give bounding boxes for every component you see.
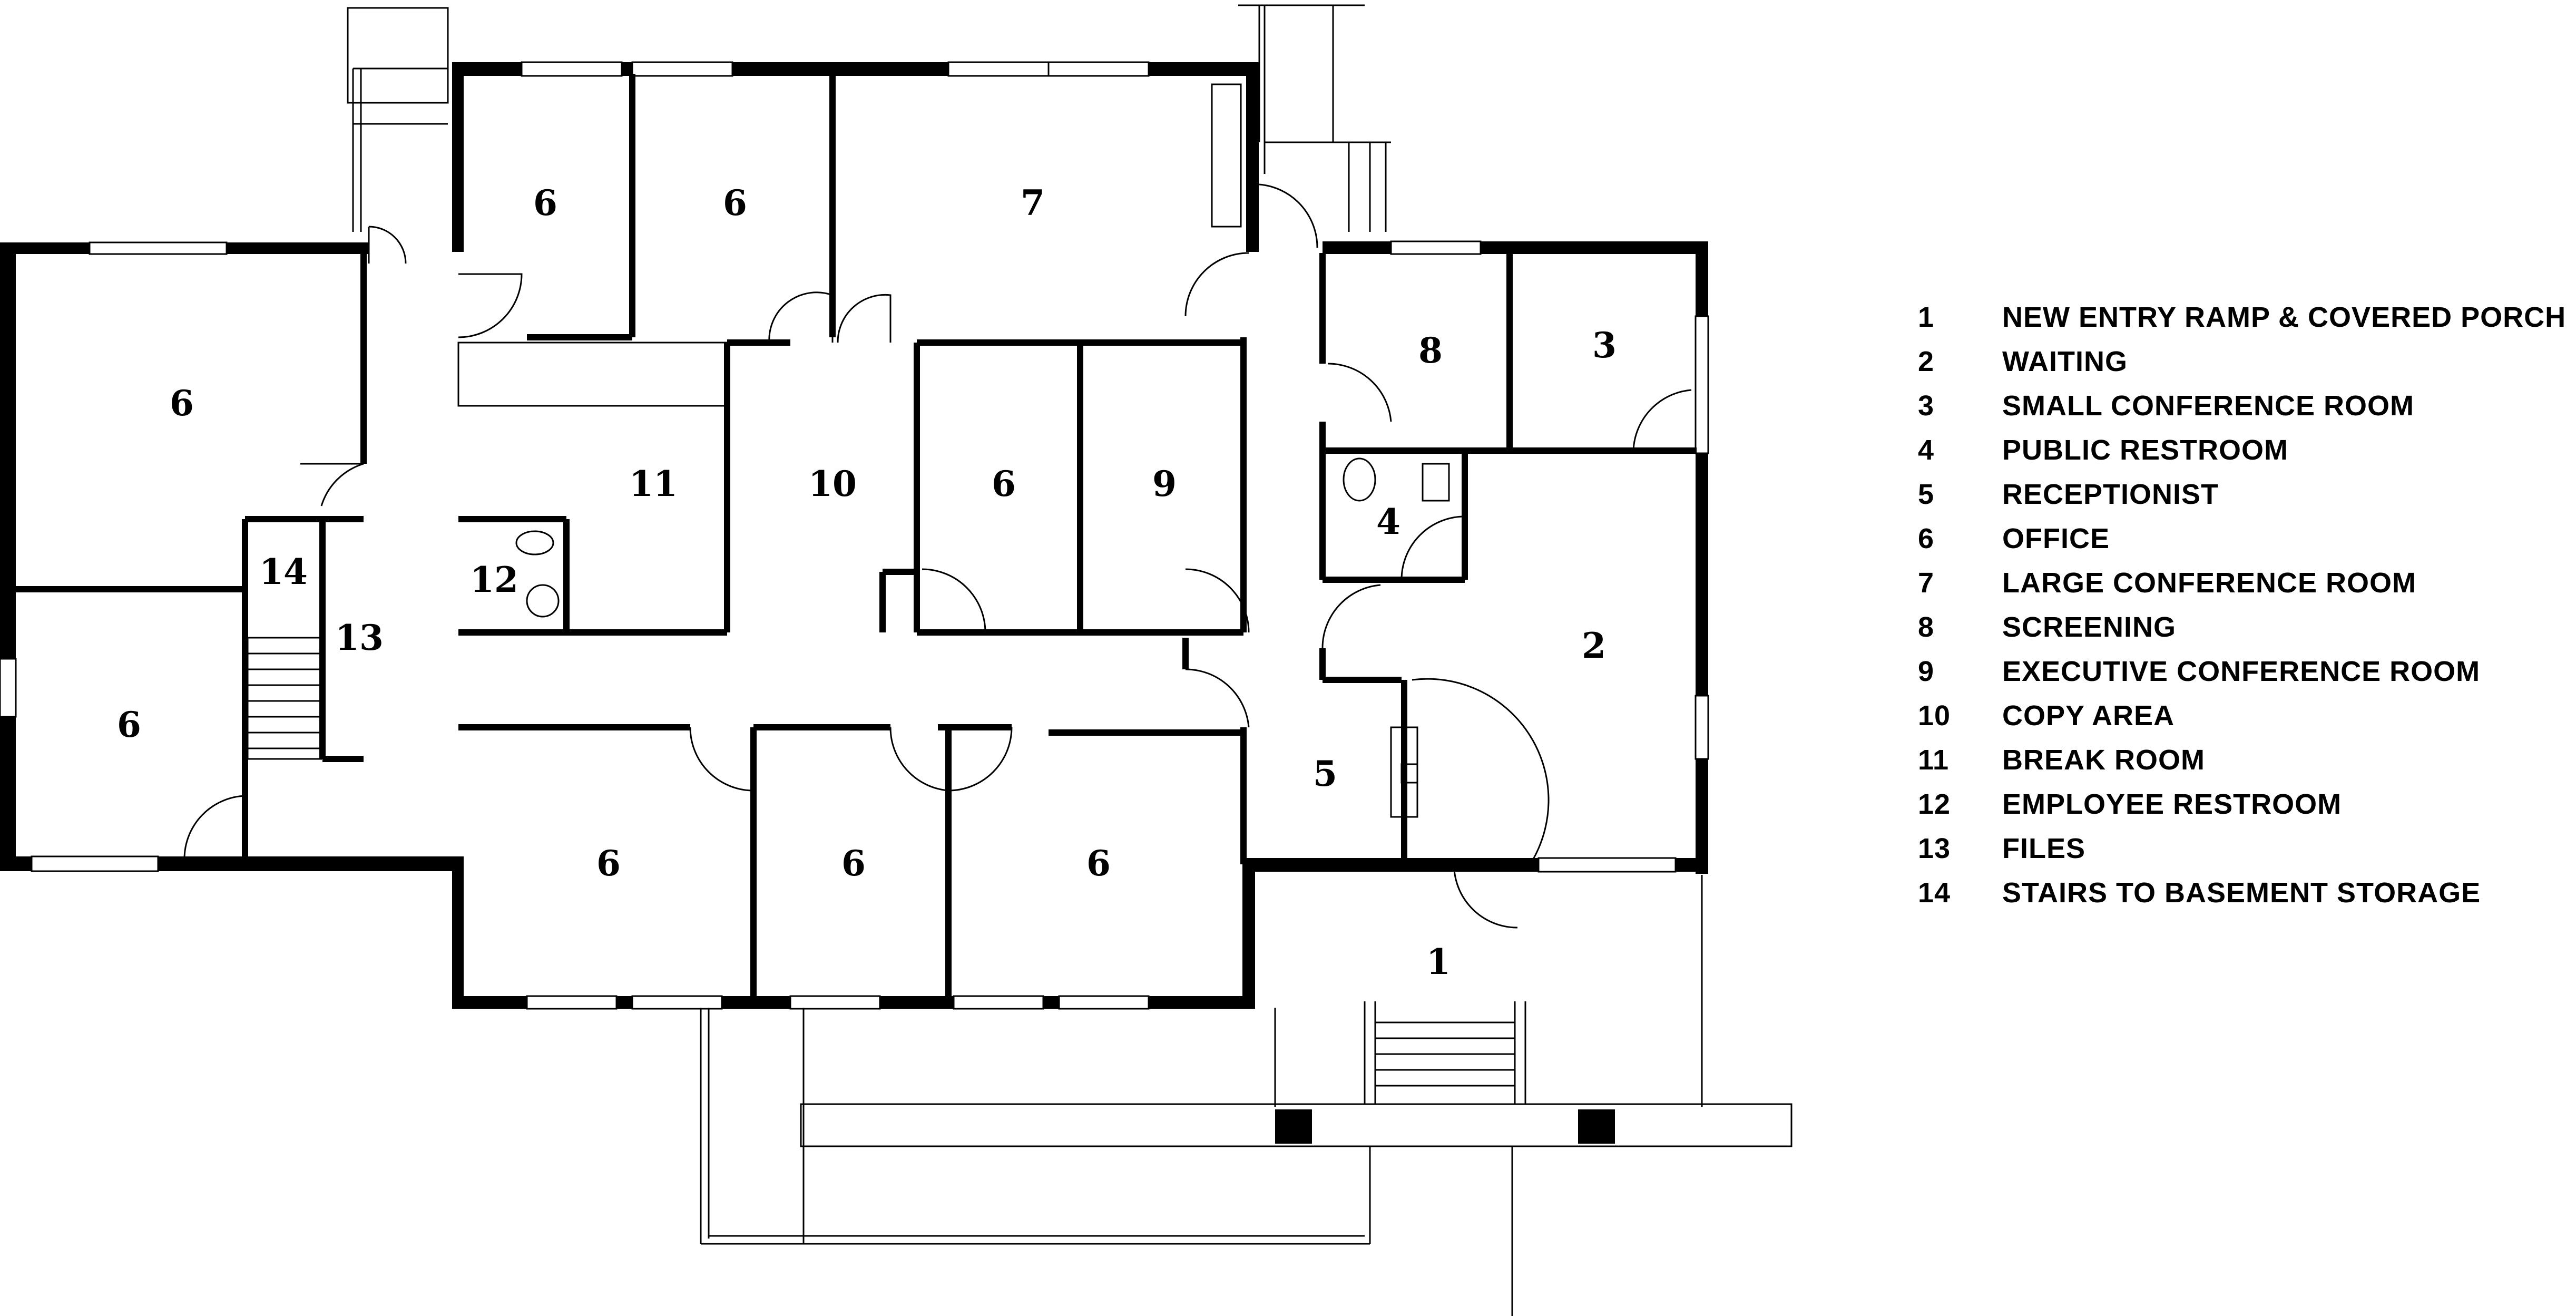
room-label-13: 13 — [335, 617, 384, 658]
legend-number: 12 — [1918, 788, 1951, 820]
room-label-1: 1 — [1426, 941, 1451, 982]
room-labels: 6 6 7 6 8 3 11 10 6 9 4 14 12 13 6 2 5 6… — [117, 182, 1617, 982]
legend-label: EMPLOYEE RESTROOM — [2002, 788, 2342, 820]
legend-label: STAIRS TO BASEMENT STORAGE — [2002, 877, 2481, 909]
room-label-6: 6 — [1086, 843, 1111, 884]
room-label-8: 8 — [1418, 330, 1443, 371]
legend-label: FILES — [2002, 833, 2086, 864]
legend-item: 12 EMPLOYEE RESTROOM — [1918, 782, 2571, 826]
room-legend: 1 NEW ENTRY RAMP & COVERED PORCH 2 WAITING… — [1918, 295, 2571, 915]
legend-number: 10 — [1918, 700, 1951, 732]
legend-label: BREAK ROOM — [2002, 744, 2205, 776]
interior-walls — [11, 74, 1697, 1001]
room-label-4: 4 — [1376, 501, 1400, 542]
legend-number: 3 — [1918, 390, 1935, 422]
legend-item: 7 LARGE CONFERENCE ROOM — [1918, 561, 2571, 605]
room-label-6: 6 — [841, 843, 866, 884]
legend-item: 4 PUBLIC RESTROOM — [1918, 428, 2571, 472]
room-label-9: 9 — [1152, 463, 1177, 504]
legend-item: 2 WAITING — [1918, 339, 2571, 384]
fixtures — [515, 457, 1450, 784]
room-label-2: 2 — [1582, 625, 1606, 666]
legend-item: 11 BREAK ROOM — [1918, 738, 2571, 782]
legend-number: 9 — [1918, 656, 1935, 687]
legend-item: 14 STAIRS TO BASEMENT STORAGE — [1918, 871, 2571, 915]
stairs — [247, 637, 322, 760]
legend-item: 6 OFFICE — [1918, 516, 2571, 561]
room-label-12: 12 — [470, 559, 518, 600]
room-label-6: 6 — [723, 182, 747, 223]
room-label-6: 6 — [533, 182, 557, 223]
porch-ramp — [700, 875, 1793, 1316]
legend-label: RECEPTIONIST — [2002, 479, 2219, 510]
legend-number: 11 — [1918, 744, 1950, 776]
legend-label: NEW ENTRY RAMP & COVERED PORCH — [2002, 301, 2567, 333]
legend-label: PUBLIC RESTROOM — [2002, 434, 2289, 466]
room-label-5: 5 — [1313, 753, 1337, 794]
legend-item: 1 NEW ENTRY RAMP & COVERED PORCH — [1918, 295, 2571, 339]
room-label-14: 14 — [259, 551, 308, 592]
room-label-6: 6 — [992, 463, 1016, 504]
doors — [183, 183, 1692, 929]
legend-item: 10 COPY AREA — [1918, 694, 2571, 738]
windows — [0, 61, 1709, 1010]
legend-item: 3 SMALL CONFERENCE ROOM — [1918, 384, 2571, 428]
room-label-6: 6 — [596, 843, 621, 884]
legend-label: OFFICE — [2002, 523, 2110, 554]
room-label-10: 10 — [808, 463, 857, 504]
legend-label: LARGE CONFERENCE ROOM — [2002, 567, 2417, 599]
room-label-3: 3 — [1592, 325, 1617, 366]
legend-label: SCREENING — [2002, 611, 2177, 643]
legend-number: 5 — [1918, 479, 1935, 510]
legend-item: 9 EXECUTIVE CONFERENCE ROOM — [1918, 649, 2571, 694]
room-label-6: 6 — [117, 704, 141, 745]
legend-item: 13 FILES — [1918, 826, 2571, 871]
legend-label: COPY AREA — [2002, 700, 2175, 732]
room-label-6: 6 — [170, 383, 194, 424]
legend-number: 7 — [1918, 567, 1935, 599]
legend-label: EXECUTIVE CONFERENCE ROOM — [2002, 656, 2481, 687]
legend-number: 8 — [1918, 611, 1935, 643]
room-label-7: 7 — [1021, 182, 1045, 223]
legend-number: 14 — [1918, 877, 1951, 909]
legend-number: 6 — [1918, 523, 1935, 554]
legend-label: WAITING — [2002, 346, 2128, 377]
legend-item: 5 RECEPTIONIST — [1918, 472, 2571, 516]
legend-number: 13 — [1918, 833, 1951, 864]
legend-label: SMALL CONFERENCE ROOM — [2002, 390, 2415, 422]
legend-number: 2 — [1918, 346, 1935, 377]
legend-number: 4 — [1918, 434, 1935, 466]
room-label-11: 11 — [629, 463, 678, 504]
north-exterior — [347, 4, 1391, 232]
legend-item: 8 SCREENING — [1918, 605, 2571, 649]
legend-number: 1 — [1918, 301, 1935, 333]
